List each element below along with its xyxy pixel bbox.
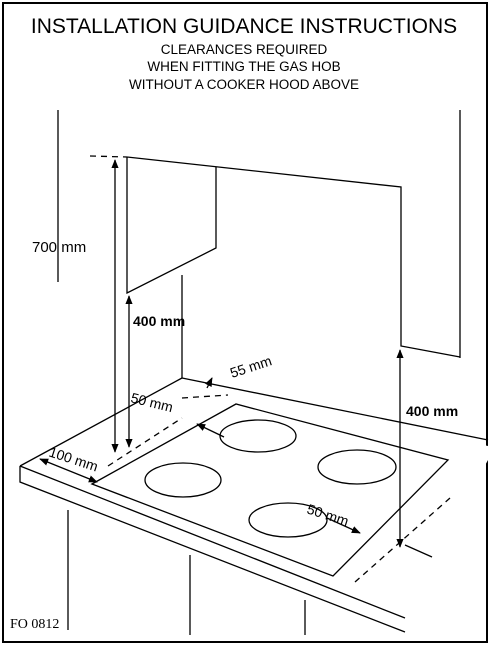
dim-100-arrow <box>39 458 98 483</box>
back-clearance-dash <box>181 394 229 399</box>
label-55mm: 55 mm <box>228 352 274 380</box>
worktop-top-edge <box>19 377 183 467</box>
cabinet-top-dash <box>89 155 128 158</box>
hob-outline <box>90 403 450 577</box>
worktop-back-edge <box>181 377 489 441</box>
subtitle-line-2: WHEN FITTING THE GAS HOB <box>147 59 341 74</box>
burner-front-left <box>144 462 222 498</box>
worktop-surface <box>20 378 488 600</box>
reference-code: FO 0812 <box>10 617 60 632</box>
subtitle-line-1: CLEARANCES REQUIRED <box>160 42 328 57</box>
subtitle-line-3: WITHOUT A COOKER HOOD ABOVE <box>128 77 360 92</box>
burner-front-right <box>248 502 328 538</box>
burner-rear-right <box>317 449 397 485</box>
label-400mm-left: 400 mm <box>133 313 185 329</box>
dim-55-arrow <box>205 377 213 389</box>
worktop-front-top <box>19 465 406 619</box>
side-clearance-dash <box>107 417 183 467</box>
worktop-front-edge <box>19 466 406 633</box>
burner-rear-left <box>219 419 297 453</box>
label-400mm-right: 400 mm <box>406 403 458 419</box>
wall-cabinet-outline <box>126 157 217 295</box>
dim-50-front-leader <box>404 544 433 558</box>
dim-50-front-arrow <box>326 517 361 534</box>
label-700mm: 700 mm <box>32 239 86 256</box>
diagram-title: INSTALLATION GUIDANCE INSTRUCTIONS <box>30 15 458 38</box>
dim-50-rear-arrow <box>196 423 225 438</box>
wall-cabinet-top <box>126 156 461 358</box>
